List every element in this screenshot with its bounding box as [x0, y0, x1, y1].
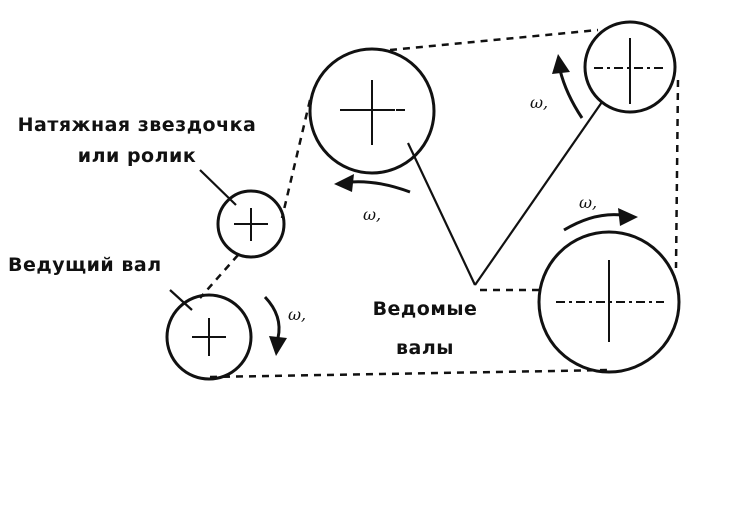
leader-lines — [169, 101, 603, 311]
label-tensioner-line1: Натяжная звездочка — [18, 114, 257, 136]
leader-tensioner — [199, 169, 237, 206]
label-driven-line2: валы — [396, 337, 454, 359]
chain-segment-right — [674, 79, 680, 269]
omega-right-driven: ω, — [579, 193, 597, 212]
driving-sprocket — [165, 293, 253, 381]
label-driven-line1: Ведомые — [373, 298, 478, 320]
rotation-arrow-left-driven — [349, 180, 411, 194]
chain-segment-top — [389, 28, 599, 52]
rotation-arrows — [263, 54, 638, 356]
chain-segment-left-upper — [280, 99, 312, 219]
tensioner-sprocket — [216, 189, 286, 259]
leader-driven-top — [474, 101, 603, 286]
driven-sprocket-top — [583, 20, 677, 114]
leader-driving-shaft — [169, 289, 193, 311]
omega-driving: ω, — [288, 305, 306, 324]
label-driving-shaft: Ведущий вал — [8, 254, 162, 276]
labels: Натяжная звездочка или ролик Ведущий вал… — [8, 93, 597, 359]
leader-driven-left — [407, 142, 476, 286]
chain-segment-bottom — [209, 368, 611, 379]
rotation-arrow-driving — [263, 295, 281, 339]
label-tensioner-line2: или ролик — [78, 145, 196, 167]
omega-top-driven: ω, — [530, 93, 548, 112]
driven-sprocket-left — [308, 47, 436, 175]
chain-segment-left-lower — [199, 254, 239, 299]
omega-left-driven: ω, — [363, 205, 381, 224]
rotation-arrow-top-driven — [558, 69, 584, 119]
rotation-arrow-right-driven — [563, 213, 623, 232]
driven-sprocket-right — [537, 230, 681, 374]
chain-path — [199, 28, 680, 379]
